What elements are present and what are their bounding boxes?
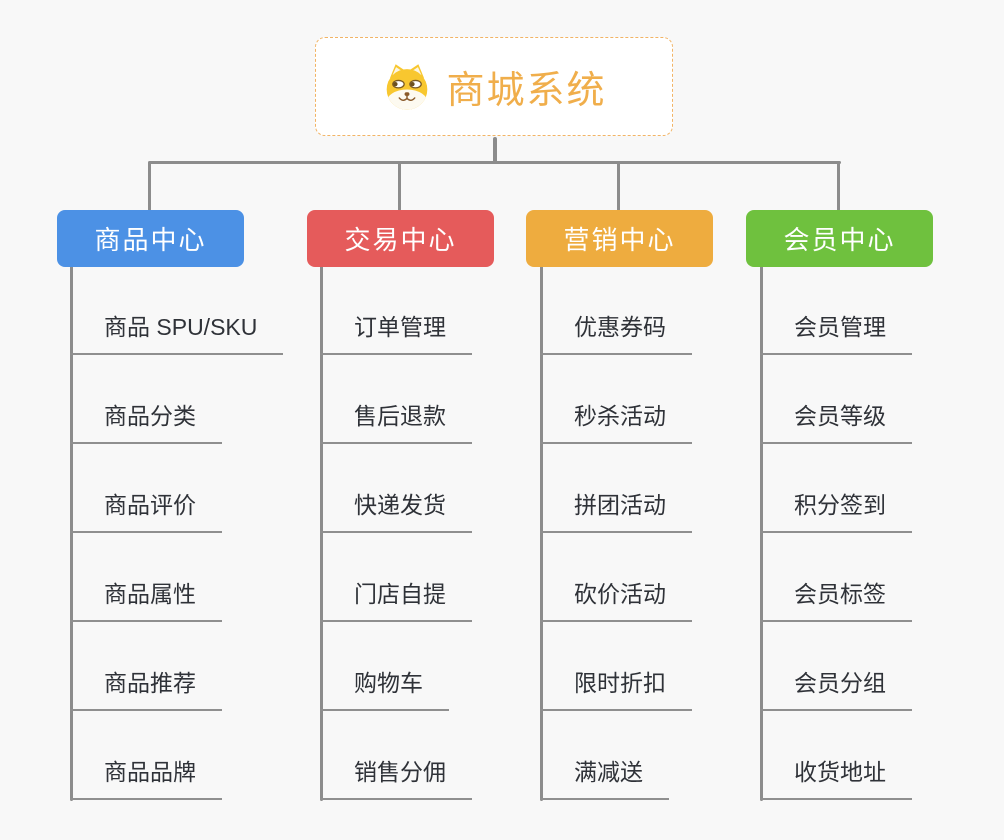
branch-column-marketing-center: 优惠券码 秒杀活动 拼团活动 砍价活动 限时折扣 满减送 (540, 266, 692, 800)
topic-item[interactable]: 满减送 (540, 711, 669, 800)
topic-item[interactable]: 商品评价 (70, 444, 222, 533)
connector-spine-branch-3 (540, 265, 543, 801)
topic-item[interactable]: 商品分类 (70, 355, 222, 444)
topic-item[interactable]: 秒杀活动 (540, 355, 692, 444)
topic-item[interactable]: 售后退款 (320, 355, 472, 444)
topic-item[interactable]: 收货地址 (760, 711, 912, 800)
topic-item[interactable]: 订单管理 (320, 266, 472, 355)
topic-item[interactable]: 会员管理 (760, 266, 912, 355)
topic-item[interactable]: 拼团活动 (540, 444, 692, 533)
connector-root-vertical (493, 137, 497, 164)
doge-icon (387, 63, 428, 110)
topic-item[interactable]: 门店自提 (320, 533, 472, 622)
topic-item[interactable]: 积分签到 (760, 444, 912, 533)
connector-drop-branch-3 (617, 162, 620, 211)
topic-item[interactable]: 砍价活动 (540, 533, 692, 622)
topic-item[interactable]: 商品推荐 (70, 622, 222, 711)
topic-item[interactable]: 优惠券码 (540, 266, 692, 355)
topic-item[interactable]: 会员等级 (760, 355, 912, 444)
topic-item[interactable]: 商品 SPU/SKU (70, 266, 284, 355)
topic-item[interactable]: 快递发货 (320, 444, 472, 533)
connector-spine-branch-2 (320, 265, 323, 801)
topic-item[interactable]: 销售分佣 (320, 711, 472, 800)
branch-node-marketing-center[interactable]: 营销中心 (526, 210, 713, 267)
branch-column-trade-center: 订单管理 售后退款 快递发货 门店自提 购物车 销售分佣 (320, 266, 472, 800)
branch-node-trade-center[interactable]: 交易中心 (307, 210, 494, 267)
connector-drop-branch-1 (148, 162, 151, 211)
topic-item[interactable]: 限时折扣 (540, 622, 692, 711)
topic-item[interactable]: 商品属性 (70, 533, 222, 622)
connector-spine-branch-1 (70, 265, 73, 801)
connector-drop-branch-4 (837, 162, 840, 211)
topic-item[interactable]: 会员标签 (760, 533, 912, 622)
branch-node-member-center[interactable]: 会员中心 (746, 210, 933, 267)
branch-column-member-center: 会员管理 会员等级 积分签到 会员标签 会员分组 收货地址 (760, 266, 912, 800)
topic-item[interactable]: 会员分组 (760, 622, 912, 711)
topic-item[interactable]: 商品品牌 (70, 711, 222, 800)
topic-item[interactable]: 购物车 (320, 622, 449, 711)
root-node-mall-system[interactable]: 商城系统 (315, 37, 673, 136)
branch-column-product-center: 商品 SPU/SKU 商品分类 商品评价 商品属性 商品推荐 商品品牌 (70, 266, 284, 800)
connector-horizontal-bus (148, 161, 841, 164)
branch-node-product-center[interactable]: 商品中心 (57, 210, 244, 267)
connector-spine-branch-4 (760, 265, 763, 801)
root-node-title: 商城系统 (446, 70, 607, 112)
connector-drop-branch-2 (398, 162, 401, 211)
